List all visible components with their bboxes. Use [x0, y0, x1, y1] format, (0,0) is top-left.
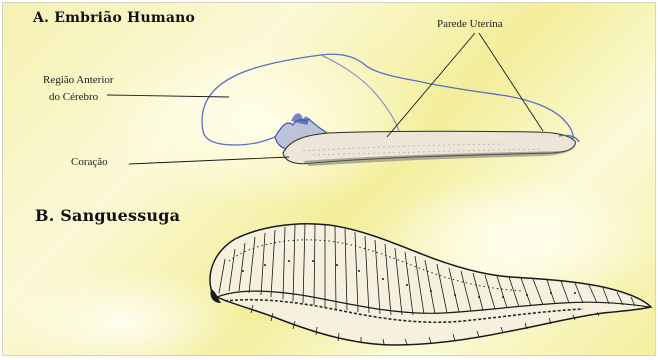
anterior-brain-label-line2: do Cérebro	[49, 91, 98, 104]
uterine-wall-leader-left	[387, 33, 475, 137]
figure-artwork	[3, 3, 656, 356]
uterine-wall-label: Parede Uterina	[437, 18, 503, 31]
uterine-wall-leader-right	[479, 33, 543, 131]
embryo-head-lower-outline	[203, 131, 275, 145]
embryo-head-inner-contour	[321, 55, 399, 131]
figure-frame: A. Embrião Humano Parede Uterina Região …	[2, 2, 656, 356]
embryo-head-outline	[202, 54, 573, 143]
heart-leader	[129, 157, 289, 164]
embryo-illustration	[202, 54, 579, 166]
leech-illustration	[210, 224, 651, 345]
section-a-title: A. Embrião Humano	[33, 10, 195, 26]
section-b-title: B. Sanguessuga	[35, 206, 180, 225]
heart-label: Coração	[71, 156, 108, 169]
anterior-brain-label-line1: Região Anterior	[43, 74, 114, 87]
leech-body	[210, 224, 651, 345]
